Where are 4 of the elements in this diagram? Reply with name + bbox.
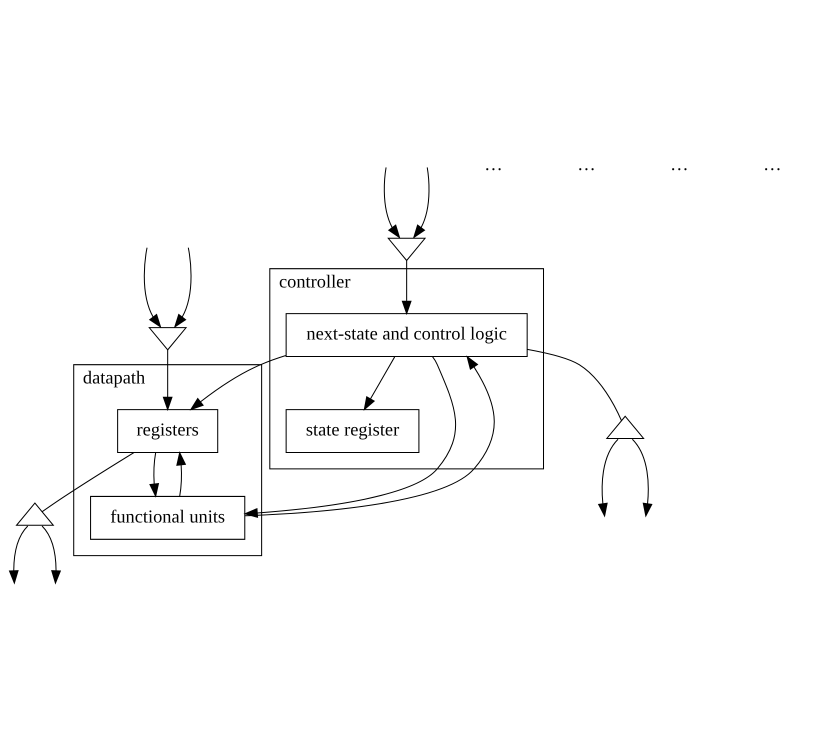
label: … xyxy=(484,154,503,174)
label: … xyxy=(577,154,596,174)
label: … xyxy=(763,154,782,174)
label: … xyxy=(670,154,689,174)
